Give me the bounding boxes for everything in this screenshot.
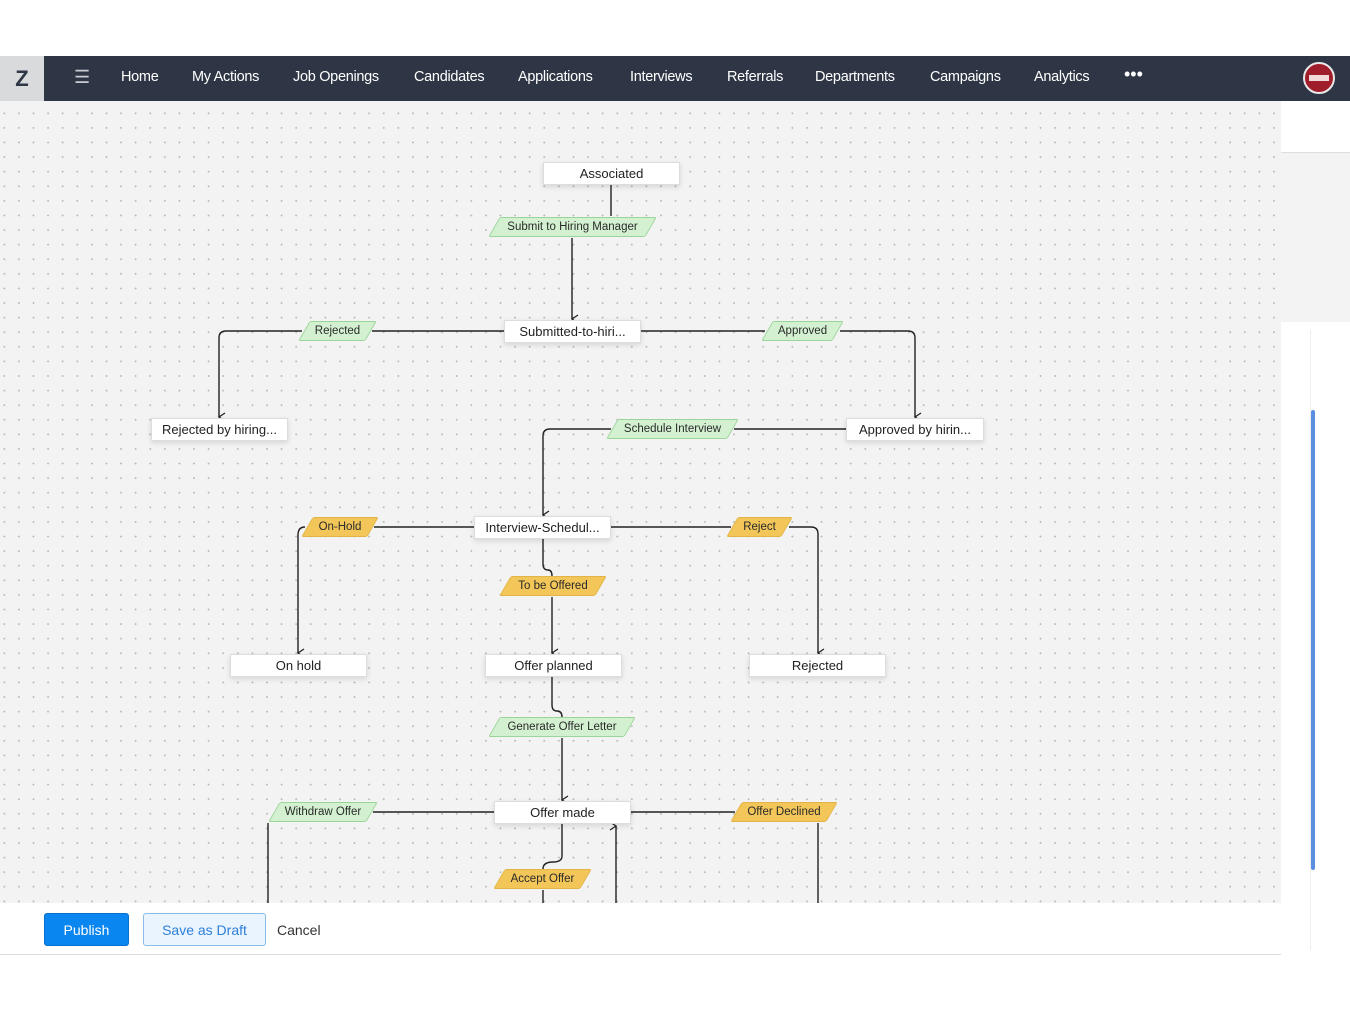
scrollbar-track: [1310, 330, 1316, 950]
transition-on-hold[interactable]: On-Hold: [307, 517, 373, 537]
transition-to-be-offered[interactable]: To be Offered: [505, 576, 601, 596]
state-on-hold[interactable]: On hold: [230, 654, 367, 677]
state-submitted[interactable]: Submitted-to-hiri...: [504, 320, 641, 343]
transition-offer-declined[interactable]: Offer Declined: [736, 802, 832, 822]
nav-home[interactable]: Home: [121, 69, 159, 85]
nav-campaigns[interactable]: Campaigns: [930, 69, 1001, 85]
state-approved-by-hiring[interactable]: Approved by hirin...: [846, 418, 984, 441]
transition-schedule-interview[interactable]: Schedule Interview: [612, 419, 733, 439]
nav-job-openings[interactable]: Job Openings: [293, 69, 379, 85]
transition-rejected[interactable]: Rejected: [304, 321, 371, 341]
nav-candidates[interactable]: Candidates: [414, 69, 485, 85]
workflow-canvas[interactable]: Associated Submitted-to-hiri... Rejected…: [0, 101, 1281, 903]
top-nav: Z ☰ Home My Actions Job Openings Candida…: [0, 56, 1350, 101]
app-logo[interactable]: Z: [0, 56, 44, 101]
nav-referrals[interactable]: Referrals: [727, 69, 784, 85]
avatar[interactable]: [1303, 62, 1335, 94]
cancel-button[interactable]: Cancel: [277, 921, 321, 938]
connector: [840, 330, 922, 422]
nav-interviews[interactable]: Interviews: [630, 69, 693, 85]
hamburger-icon[interactable]: ☰: [74, 67, 91, 87]
connector: [541, 428, 611, 520]
scrollbar-thumb[interactable]: [1311, 410, 1315, 870]
transition-submit[interactable]: Submit to Hiring Manager: [494, 217, 651, 237]
transition-generate-offer-letter[interactable]: Generate Offer Letter: [494, 717, 630, 737]
state-interview-scheduled[interactable]: Interview-Schedul...: [474, 516, 611, 539]
state-rejected[interactable]: Rejected: [749, 654, 886, 677]
nav-my-actions[interactable]: My Actions: [192, 69, 260, 85]
state-offer-made[interactable]: Offer made: [494, 801, 631, 824]
nav-applications[interactable]: Applications: [518, 69, 593, 85]
transition-accept-offer[interactable]: Accept Offer: [499, 869, 586, 889]
nav-departments[interactable]: Departments: [815, 69, 895, 85]
right-panel: [1281, 101, 1350, 955]
connector: [542, 824, 563, 870]
nav-analytics[interactable]: Analytics: [1034, 69, 1090, 85]
connector: [789, 526, 825, 658]
connector: [542, 539, 553, 577]
footer-bar: Publish Save as Draft Cancel: [0, 903, 1281, 955]
more-icon[interactable]: •••: [1124, 64, 1143, 84]
save-as-draft-button[interactable]: Save as Draft: [143, 913, 266, 946]
transition-approved[interactable]: Approved: [767, 321, 838, 341]
state-associated[interactable]: Associated: [543, 162, 680, 185]
connector: [296, 526, 306, 658]
connectors: [217, 185, 922, 903]
state-offer-planned[interactable]: Offer planned: [485, 654, 622, 677]
publish-button[interactable]: Publish: [44, 913, 129, 946]
transition-withdraw-offer[interactable]: Withdraw Offer: [274, 802, 372, 822]
transition-reject[interactable]: Reject: [732, 517, 787, 537]
connector: [551, 677, 563, 718]
state-rejected-by-hiring[interactable]: Rejected by hiring...: [151, 418, 288, 441]
connector: [217, 330, 302, 422]
